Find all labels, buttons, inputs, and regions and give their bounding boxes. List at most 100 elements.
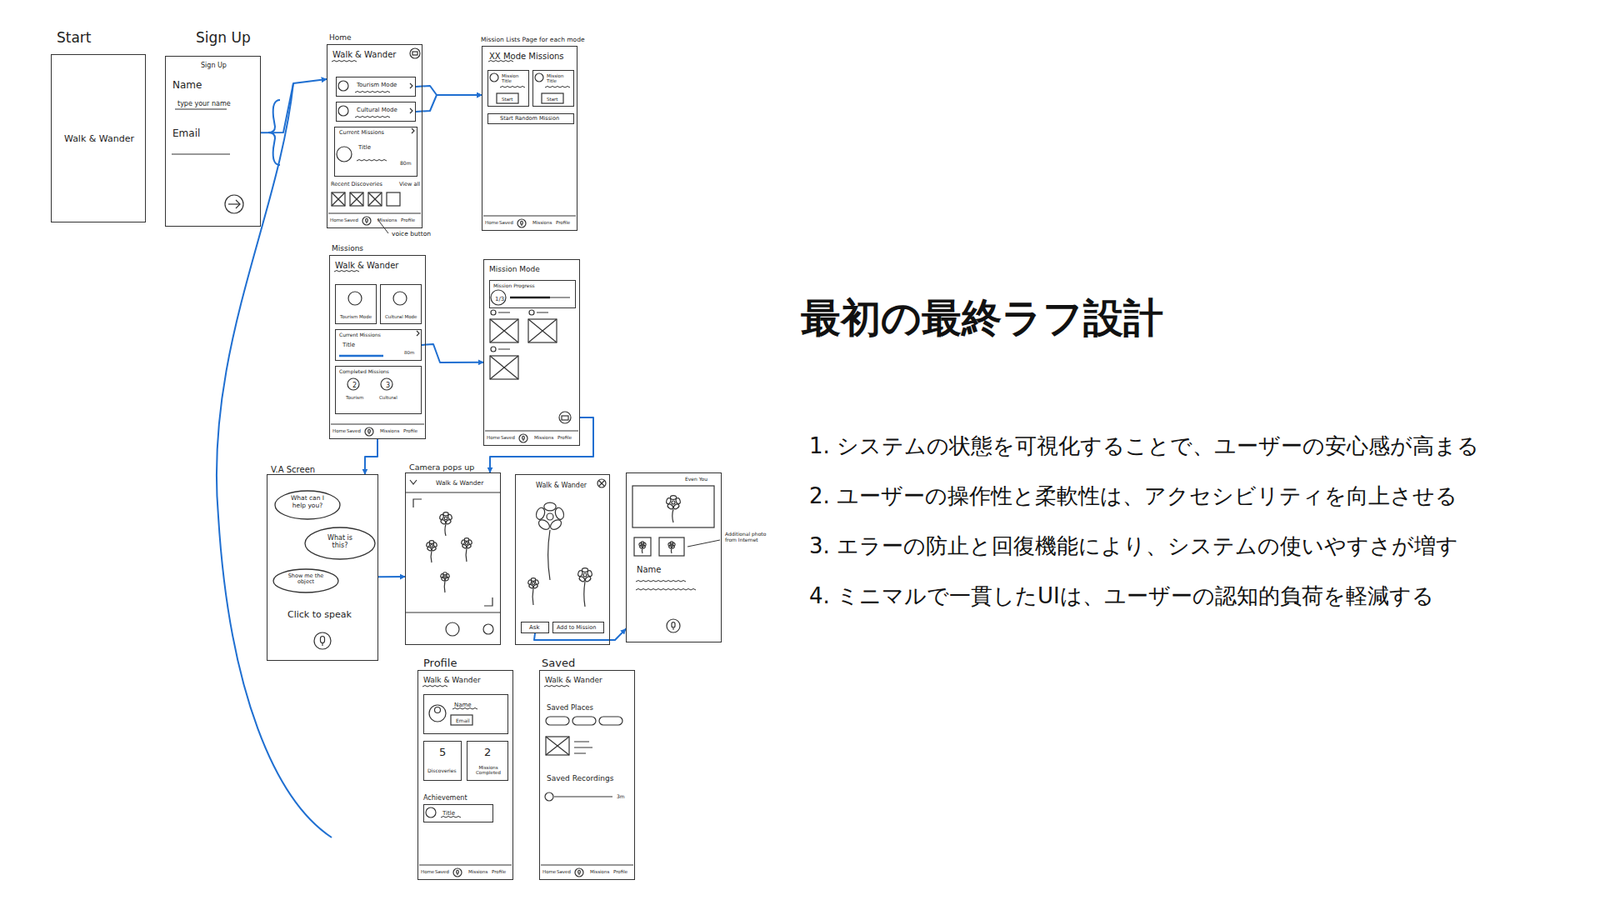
mission-card: Mission TitleStart	[532, 70, 575, 107]
flower-petal	[638, 542, 641, 546]
screen-frame: HomeWalk & WanderRecent DiscoveriesView …	[326, 44, 423, 229]
mic-button	[453, 868, 462, 877]
flower-center	[670, 544, 673, 546]
mic-icon	[672, 627, 674, 630]
screen-heading: Start	[56, 30, 92, 47]
screen-text: Cultural Mode	[385, 314, 417, 320]
screen-text: Home	[332, 428, 346, 434]
screen-text: Click to speak	[287, 610, 352, 621]
screen-heading: V.A Screen	[270, 465, 315, 475]
photo-frame	[634, 537, 651, 556]
screen-text: Saved	[556, 869, 571, 875]
screen-text: Tourism	[345, 395, 364, 400]
screen-text: Tourism Mode	[356, 81, 397, 89]
scribble-line	[544, 685, 570, 688]
play-button	[545, 792, 554, 801]
profile-card: NameEmail	[423, 694, 509, 735]
screen-text: Achievement	[423, 794, 468, 802]
flower-center	[430, 545, 434, 548]
screen-text: Title	[342, 341, 355, 349]
flower-center	[583, 573, 587, 577]
flower-center	[641, 544, 644, 546]
check-icon	[490, 310, 496, 315]
screen-text: Cultural Mode	[356, 106, 398, 114]
screen-text: Walk & Wander	[545, 675, 603, 685]
screen-text: 3	[385, 381, 390, 390]
flower-petal	[468, 539, 473, 545]
screen-text: Profile	[557, 435, 572, 440]
image-placeholder	[528, 319, 557, 343]
button-box: Ask	[520, 621, 550, 634]
mic-icon	[578, 874, 580, 876]
flower-stem	[444, 580, 446, 593]
mic-icon	[520, 220, 524, 225]
saved-pill	[599, 716, 623, 725]
flower-center	[532, 582, 535, 585]
flower-center	[671, 500, 675, 505]
screen-text: Recent Discoveries	[330, 181, 383, 188]
nav-divider	[485, 430, 579, 431]
flower-petal	[554, 506, 566, 521]
image-cross	[368, 192, 382, 206]
mic-icon	[522, 440, 524, 442]
nav-divider	[330, 423, 425, 425]
principle-item: 3. エラーの防止と回復機能により、システムの使いやすさが増す	[809, 531, 1459, 561]
icon-circle	[348, 291, 362, 305]
progress-bar	[510, 296, 550, 299]
screen-frame: Saved Walk & WanderSaved PlacesSaved Reco…	[539, 670, 635, 880]
screen-heading: Camera pops up	[409, 463, 475, 473]
screen-text: What can I help you?	[284, 495, 331, 510]
screen-frame: Camera pops upWalk & Wander	[405, 472, 501, 645]
screen-text: Saved Places	[546, 704, 594, 713]
flow-arrow	[260, 79, 327, 133]
mic-icon	[365, 218, 369, 222]
mic-button	[362, 216, 371, 225]
next-arrow	[235, 200, 240, 209]
screen-text: Missions Completed	[470, 765, 507, 776]
collapse-icon	[410, 480, 417, 485]
screen-text: Home	[486, 435, 500, 440]
screen-text: 1/3	[495, 295, 505, 303]
screen-text: 80m	[400, 160, 411, 167]
flower-stem	[531, 588, 534, 605]
mission-card: Current MissionsTitle80m	[334, 126, 418, 177]
image-placeholder	[350, 192, 364, 206]
screen-frame: V.A ScreenClick to speakWhat can I help …	[266, 474, 379, 661]
screen-heading: Profile	[423, 657, 457, 670]
bubble-shape	[275, 490, 340, 520]
screen-text: Profile	[555, 220, 570, 225]
image-cross	[350, 192, 364, 206]
viewfinder-corner	[484, 597, 493, 606]
mic-button	[666, 619, 680, 633]
image-cross	[331, 192, 345, 206]
mission-card: Current MissionsTitle80m	[335, 329, 422, 361]
image-cross	[545, 736, 570, 755]
screen-text: Profile	[400, 217, 415, 223]
stats-card: Completed Missions2Tourism3Cultural	[335, 365, 422, 415]
principle-item: 4. ミニマルで一貫したUIは、ユーザーの認知的負荷を軽減する	[809, 581, 1435, 611]
image-placeholder	[490, 319, 519, 343]
screen-text: Ask	[529, 624, 540, 631]
progress-bar	[550, 297, 570, 299]
screen-text: Saved	[435, 869, 450, 875]
mic-icon	[522, 435, 525, 440]
screen-text: Saved	[346, 428, 361, 434]
stat-card: 5Discoveries	[423, 740, 462, 781]
avatar-icon	[435, 707, 441, 714]
screen-text: Saved Recordings	[546, 774, 614, 783]
screen-text: Title	[358, 144, 371, 151]
flower-stem	[430, 550, 432, 563]
image-cross	[490, 355, 519, 380]
sketch-line	[536, 312, 549, 314]
chevron-icon	[416, 330, 420, 336]
mode-card: Cultural Mode	[380, 284, 422, 325]
mic-icon	[321, 643, 323, 646]
screen-text: Home	[542, 869, 556, 875]
screen-text: Name	[636, 565, 662, 575]
screen-heading: Sign Up	[195, 30, 251, 47]
mic-button	[365, 427, 374, 436]
input-underline	[175, 108, 227, 110]
screen-text: Profile	[491, 869, 506, 875]
icon-circle	[338, 80, 349, 91]
